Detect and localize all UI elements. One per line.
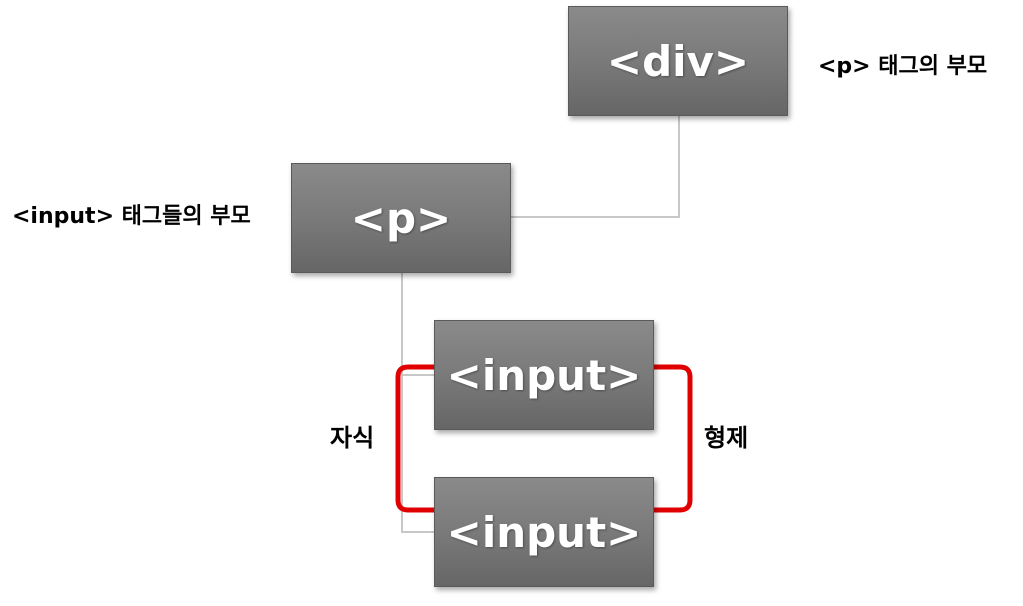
p-node: <p> — [291, 163, 511, 273]
div-node: <div> — [568, 6, 788, 116]
div-node-label: <div> — [606, 36, 750, 86]
div-role-label: <p> 태그의 부모 — [818, 54, 988, 79]
siblings-bracket — [651, 364, 693, 513]
siblings-label: 형제 — [704, 424, 749, 452]
connector-p-inputs — [401, 273, 434, 533]
p-node-label: <p> — [350, 193, 452, 243]
input-node-1: <input> — [434, 320, 654, 430]
p-role-label: <input> 태그들의 부모 — [12, 204, 251, 229]
children-bracket — [395, 364, 437, 513]
input-node-1-label: <input> — [446, 350, 642, 400]
connector-div-p — [511, 116, 680, 218]
input-node-2-label: <input> — [446, 507, 642, 557]
input-node-2: <input> — [434, 477, 654, 587]
children-label: 자식 — [330, 424, 375, 452]
